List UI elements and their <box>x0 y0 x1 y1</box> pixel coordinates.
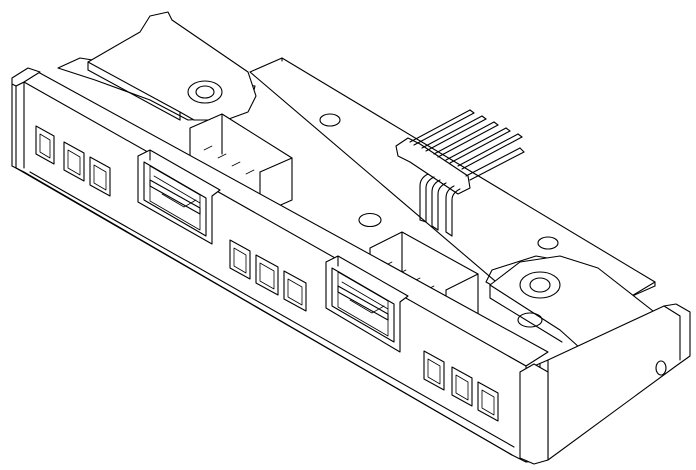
vent-slot <box>423 350 445 391</box>
vent-slot <box>477 381 499 422</box>
vent-slot <box>255 254 279 296</box>
usb-port-2 <box>325 255 409 353</box>
vent-group-3 <box>423 350 499 422</box>
vent-slot <box>35 125 55 165</box>
vent-slot <box>451 366 473 407</box>
usb-port-1 <box>137 149 221 245</box>
vent-slot <box>229 239 251 280</box>
vent-slot <box>89 156 111 197</box>
pin-header <box>395 109 525 237</box>
mounting-bracket-left <box>57 11 257 121</box>
vent-group-2 <box>229 239 307 312</box>
vent-slot <box>283 270 307 312</box>
vent-slot <box>63 141 85 182</box>
vent-group-1 <box>35 125 111 197</box>
front-bezel <box>11 67 549 465</box>
